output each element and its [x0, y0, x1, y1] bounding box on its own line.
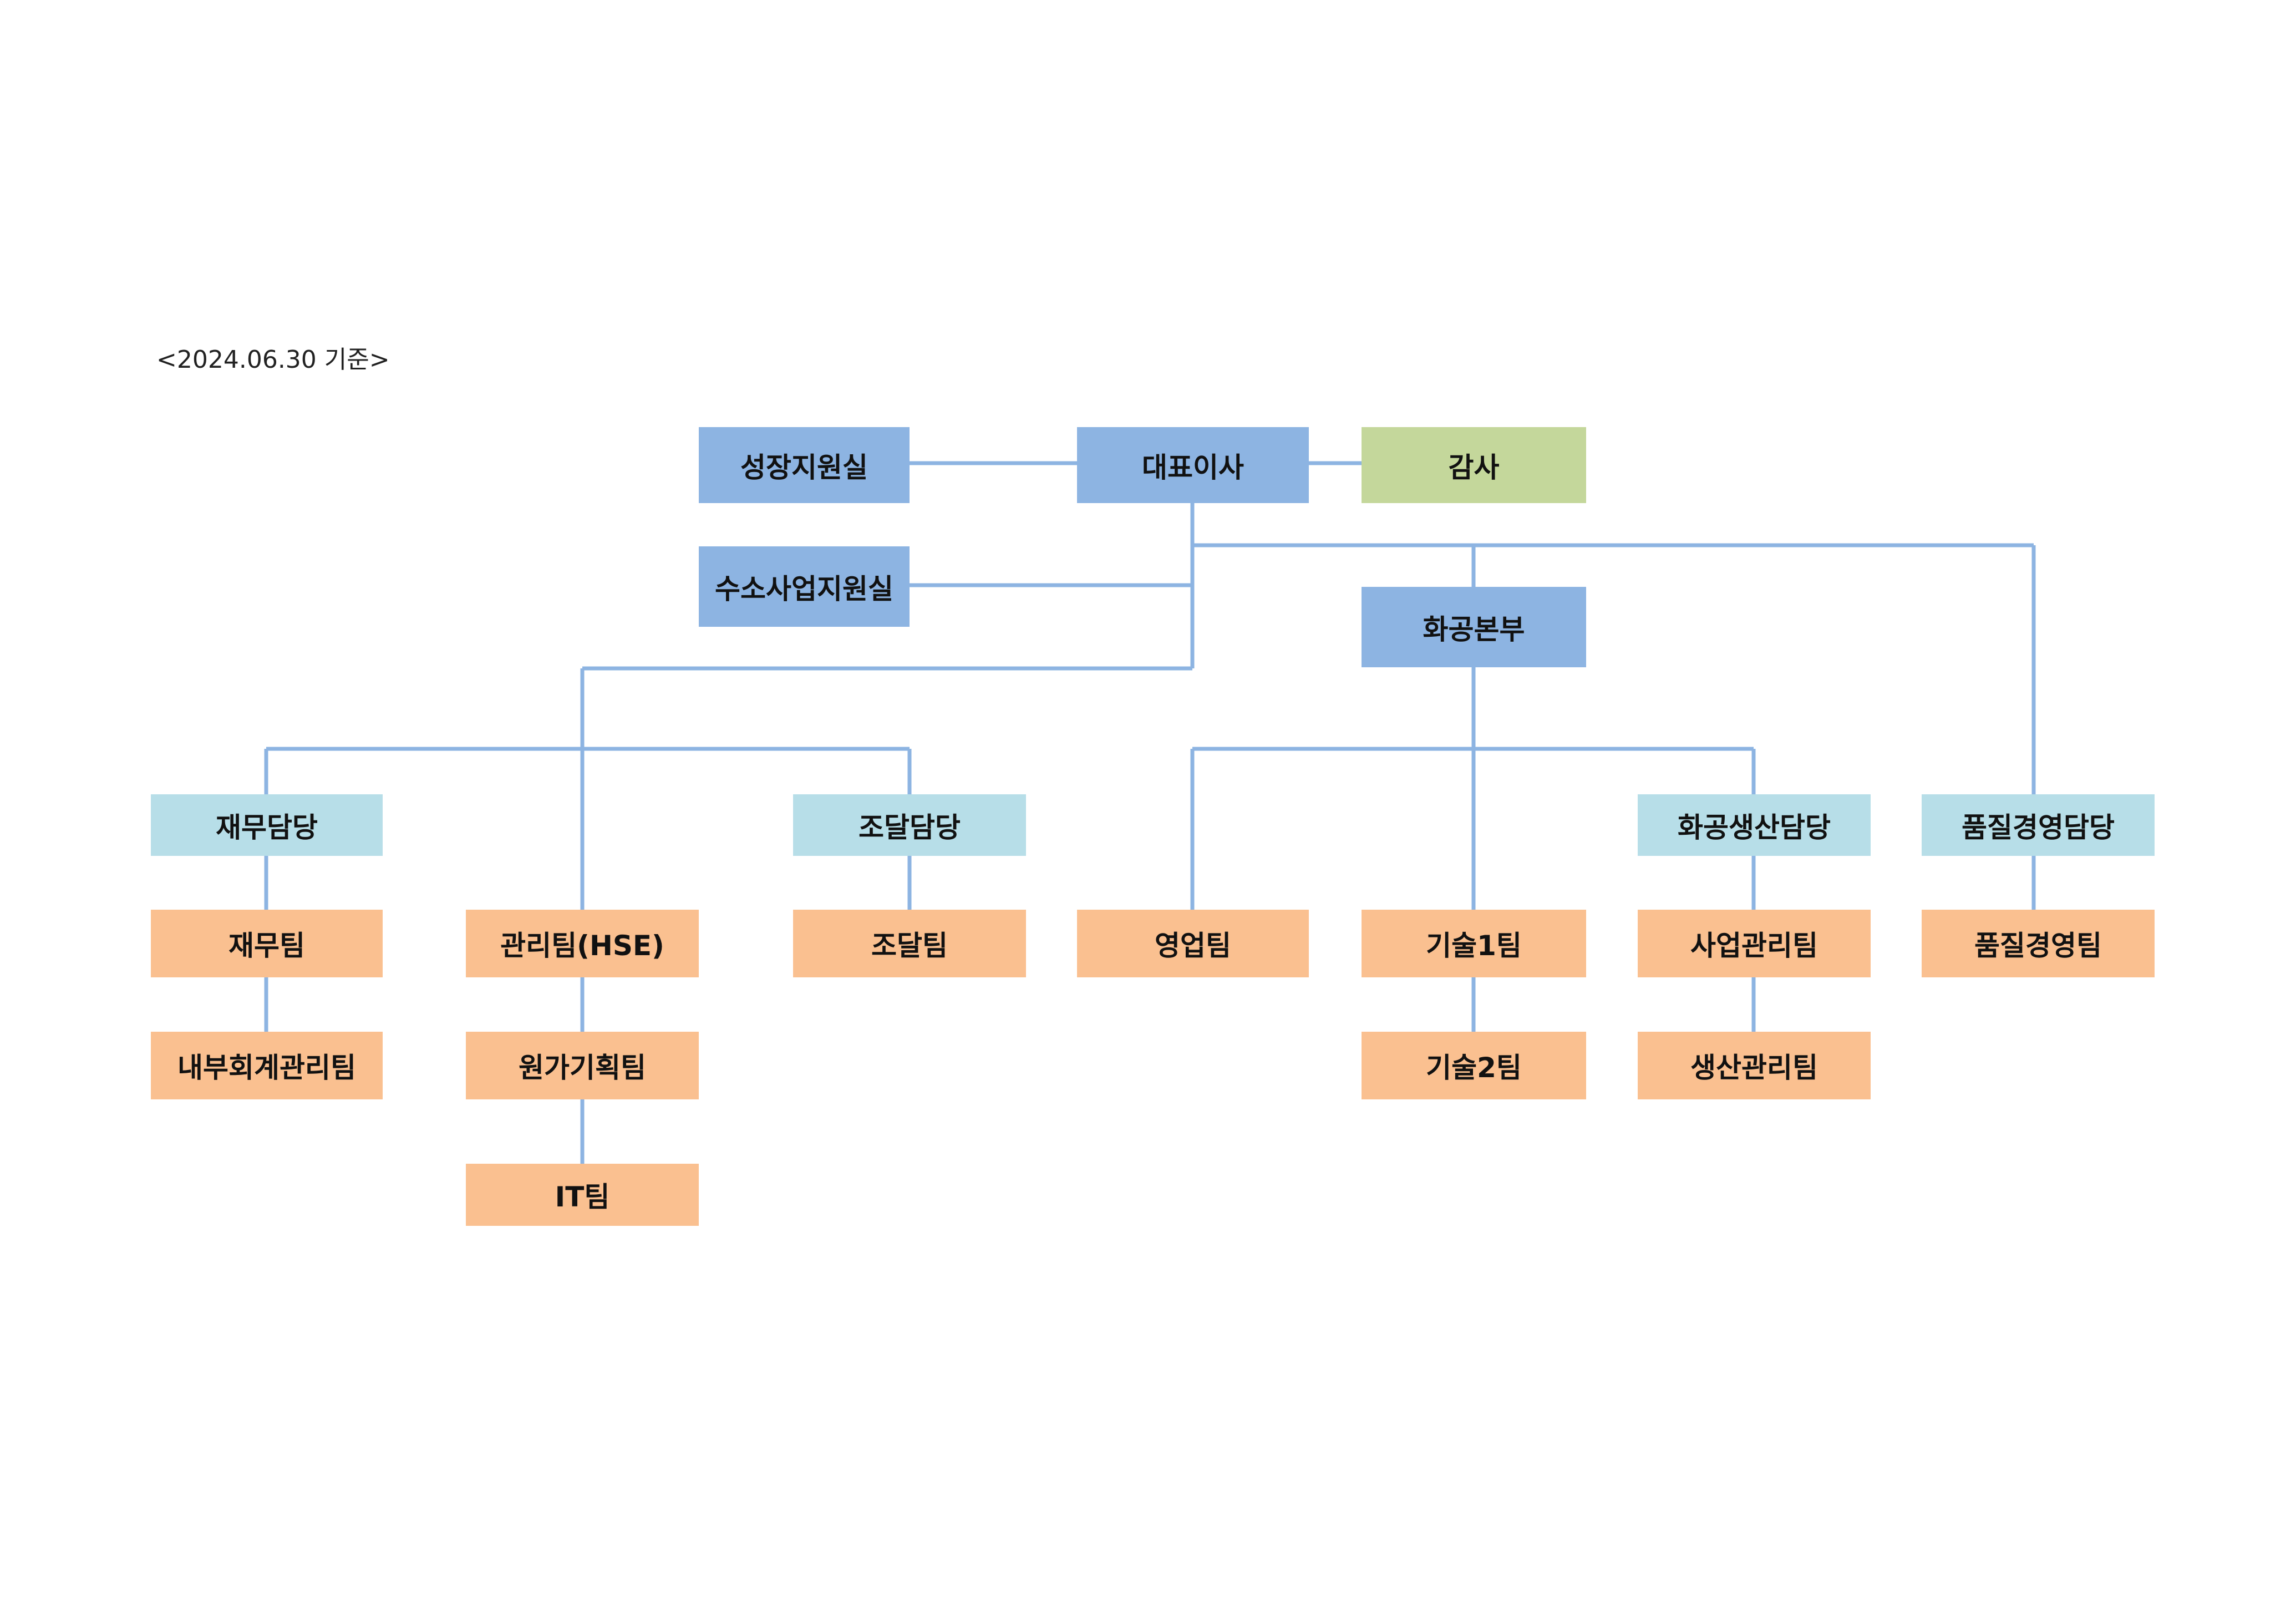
- node-finance-div: 재무담당: [151, 794, 383, 856]
- node-audit: 감사: [1362, 427, 1586, 503]
- node-chem-hq: 화공본부: [1362, 587, 1586, 667]
- node-chem-production-div: 화공생산담당: [1638, 794, 1871, 856]
- node-tech2-team: 기술2팀: [1362, 1032, 1586, 1099]
- node-procurement-div: 조달담당: [793, 794, 1026, 856]
- node-sales-team: 영업팀: [1077, 910, 1309, 977]
- node-growth-support: 성장지원실: [699, 427, 910, 503]
- node-production-mgmt-team: 생산관리팀: [1638, 1032, 1871, 1099]
- node-finance-team: 재무팀: [151, 910, 383, 977]
- reference-date: <2024.06.30 기준>: [156, 346, 390, 374]
- node-it-team: IT팀: [466, 1164, 699, 1226]
- node-business-mgmt-team: 사업관리팀: [1638, 910, 1871, 977]
- node-hydrogen-support: 수소사업지원실: [699, 546, 910, 627]
- node-cost-planning-team: 원가기획팀: [466, 1032, 699, 1099]
- node-quality-div: 품질경영담당: [1922, 794, 2155, 856]
- node-admin-team: 관리팀(HSE): [466, 910, 699, 977]
- node-tech1-team: 기술1팀: [1362, 910, 1586, 977]
- node-quality-team: 품질경영팀: [1922, 910, 2155, 977]
- node-ceo: 대표이사: [1077, 427, 1309, 503]
- node-procurement-team: 조달팀: [793, 910, 1026, 977]
- node-internal-accounting-team: 내부회계관리팀: [151, 1032, 383, 1099]
